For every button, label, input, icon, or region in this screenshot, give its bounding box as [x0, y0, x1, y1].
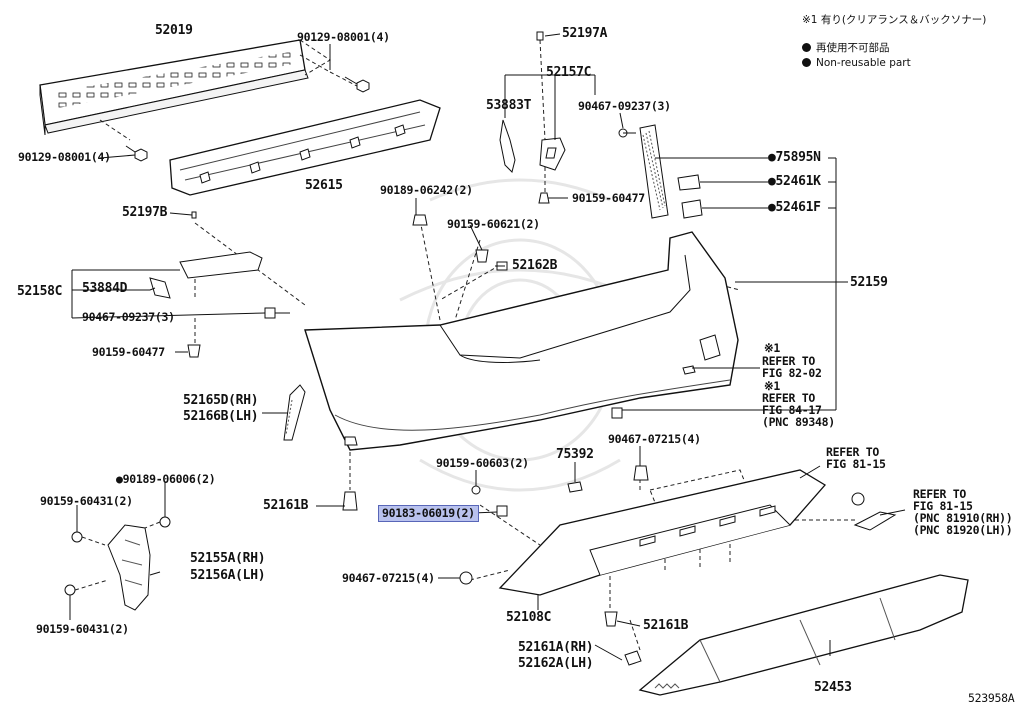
ref-link-fig-84-17-a[interactable]: REFER TO: [762, 391, 815, 405]
part-label-52158C[interactable]: 52158C: [17, 284, 63, 299]
part-label-90183-06019-highlighted[interactable]: 90183-06019(2): [378, 505, 479, 522]
part-label-90189-06242[interactable]: 90189-06242(2): [380, 183, 473, 197]
ref-link-81910-a[interactable]: REFER TO: [913, 487, 966, 501]
filled-circle-icon: [802, 43, 811, 52]
bumper-bracket-52158C: [149, 251, 263, 299]
part-label-90467-07215-left[interactable]: 90467-07215(4): [342, 571, 435, 585]
ref-link-81910-c[interactable]: (PNC 81910(RH)): [913, 511, 1013, 525]
part-label-90159-60621[interactable]: 90159-60621(2): [447, 217, 540, 231]
part-label-90159-60431-bot[interactable]: 90159-60431(2): [36, 622, 129, 636]
reflector-75895N: [639, 124, 669, 219]
part-label-52161A[interactable]: 52161A(RH): [518, 640, 594, 655]
part-label-90467-09237-left[interactable]: 90467-09237(3): [82, 310, 175, 324]
bracket-52155A: [107, 524, 151, 611]
legend-note: ※1 有り(クリアランス＆バックソナー): [802, 14, 987, 26]
clip-icon: [187, 31, 636, 358]
part-label-52197B[interactable]: 52197B: [122, 205, 168, 220]
part-label-52615[interactable]: 52615: [305, 178, 343, 193]
part-label-90159-60603[interactable]: 90159-60603(2): [436, 456, 529, 470]
legend-item-non-reusable-en: Non-reusable part: [802, 57, 911, 69]
part-label-52166B[interactable]: 52166B(LH): [183, 409, 259, 424]
ref-link-fig-82-02-a[interactable]: REFER TO: [762, 354, 815, 368]
part-label-52155A[interactable]: 52155A(RH): [190, 551, 266, 566]
part-label-53883T[interactable]: 53883T: [486, 98, 532, 113]
part-label-75392[interactable]: 75392: [556, 447, 594, 462]
part-label-52161B-left[interactable]: 52161B: [263, 498, 309, 513]
part-label-52461F[interactable]: ●52461F: [768, 200, 821, 215]
pad-52461K: [677, 174, 703, 219]
part-label-90467-07215-right[interactable]: 90467-07215(4): [608, 432, 701, 446]
ref-link-81910-b[interactable]: FIG 81-15: [913, 499, 973, 513]
part-label-52165D[interactable]: 52165D(RH): [183, 393, 259, 408]
legend-item-non-reusable-ja: 再使用不可部品: [802, 40, 890, 55]
side-bracket-53883T: [499, 119, 566, 173]
ref-link-fig-84-17-b[interactable]: FIG 84-17: [762, 403, 822, 417]
part-label-90159-60477-left[interactable]: 90159-60477: [92, 345, 165, 359]
ref-link-fig-82-02-b[interactable]: FIG 82-02: [762, 366, 822, 380]
part-label-52156A[interactable]: 52156A(LH): [190, 568, 266, 583]
part-label-53884D[interactable]: 53884D: [82, 281, 128, 296]
garnish-81910: [853, 511, 897, 531]
part-label-52197A[interactable]: 52197A: [562, 26, 608, 41]
energy-absorber-52615: [169, 99, 441, 196]
bolt-icon: [125, 76, 370, 162]
part-label-90129-08001-top[interactable]: 90129-08001(4): [297, 30, 390, 44]
lower-spoiler-52108C: [498, 469, 827, 596]
reflector-52165D: [283, 384, 306, 441]
ref-link-fig-81-15-a[interactable]: REFER TO: [826, 445, 879, 459]
ref-mark-1: ※1: [764, 341, 780, 355]
rear-bumper-cover-52159: [304, 231, 739, 451]
reinforcement-52019: [39, 39, 309, 136]
filled-circle-icon: [802, 58, 811, 67]
part-label-90159-60431-top[interactable]: 90159-60431(2): [40, 494, 133, 508]
ref-link-fig-84-17-c[interactable]: (PNC 89348): [762, 415, 835, 429]
part-label-52019[interactable]: 52019: [155, 23, 193, 38]
part-label-90129-08001-left[interactable]: 90129-08001(4): [18, 150, 111, 164]
part-label-52157C[interactable]: 52157C: [546, 65, 592, 80]
ref-link-fig-81-15-b[interactable]: FIG 81-15: [826, 457, 886, 471]
part-label-52461K[interactable]: ●52461K: [768, 174, 821, 189]
part-label-52453[interactable]: 52453: [814, 680, 852, 695]
part-label-90159-60477-top[interactable]: 90159-60477: [572, 191, 645, 205]
part-label-90467-09237-top[interactable]: 90467-09237(3): [578, 99, 671, 113]
part-label-52162A[interactable]: 52162A(LH): [518, 656, 594, 671]
ref-mark-2: ※1: [764, 379, 780, 393]
part-label-52108C[interactable]: 52108C: [506, 610, 552, 625]
diffuser-52453: [638, 574, 969, 696]
ref-link-81910-d[interactable]: (PNC 81920(LH)): [913, 523, 1013, 537]
part-label-52161B-right[interactable]: 52161B: [643, 618, 689, 633]
part-label-52162B[interactable]: 52162B: [512, 258, 558, 273]
figure-id: 523958A: [968, 691, 1015, 705]
part-label-75895N[interactable]: ●75895N: [768, 150, 821, 165]
part-label-90189-06006[interactable]: ●90189-06006(2): [116, 472, 216, 486]
part-label-52159[interactable]: 52159: [850, 275, 888, 290]
